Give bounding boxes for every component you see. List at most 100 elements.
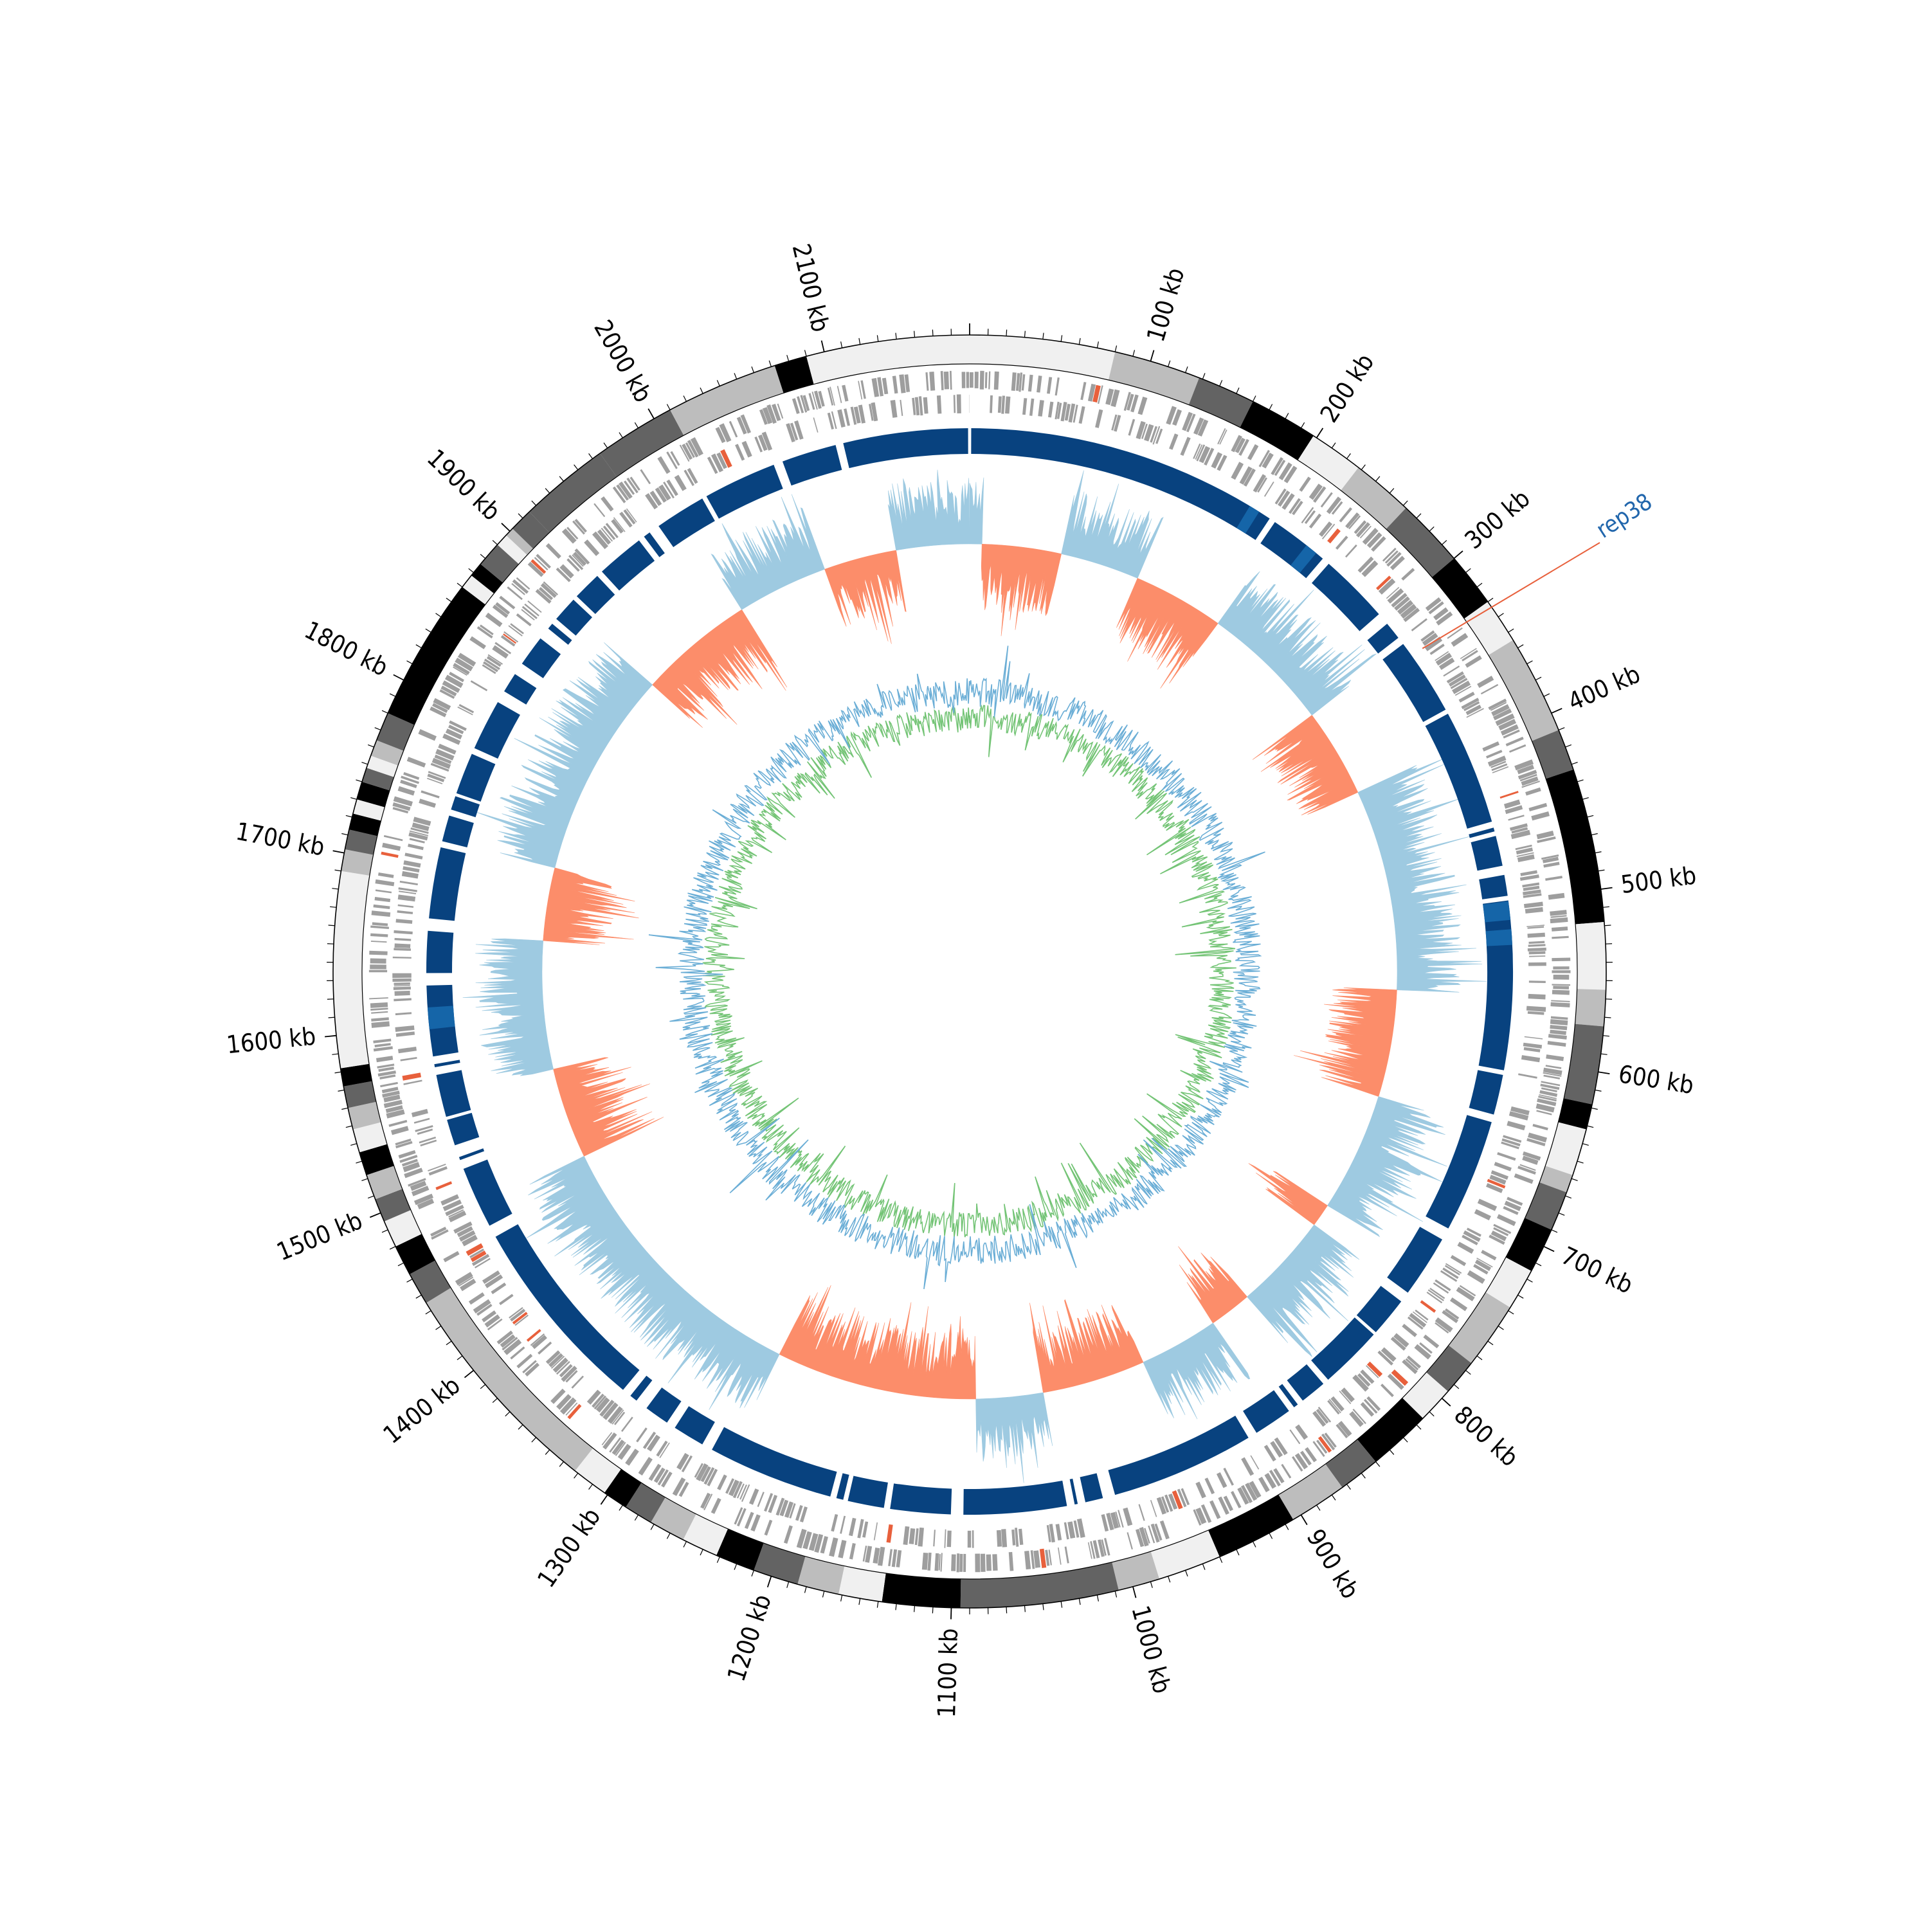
gene-feature	[376, 889, 392, 893]
major-tick	[502, 523, 510, 531]
minor-tick	[1508, 1311, 1514, 1314]
minor-tick	[635, 1515, 638, 1521]
minor-tick	[1168, 1576, 1170, 1583]
minor-tick	[1559, 1213, 1564, 1216]
homology-block	[675, 1406, 714, 1444]
homology-block	[475, 702, 520, 759]
gene-feature	[1250, 1456, 1259, 1470]
gene-feature	[393, 957, 412, 959]
gene-feature	[640, 469, 651, 484]
homology-block	[426, 931, 453, 973]
gene-feature	[1528, 941, 1544, 944]
homology-block	[504, 674, 536, 704]
gc-skew-positive	[1062, 471, 1164, 579]
gc-skew-track	[463, 470, 1487, 1483]
gene-feature	[918, 1528, 924, 1547]
gene-feature	[1138, 1504, 1145, 1521]
major-tick	[1454, 551, 1463, 559]
major-tick	[601, 1495, 607, 1504]
minor-tick	[1043, 1603, 1044, 1610]
ideogram-band	[838, 1566, 886, 1602]
minor-tick	[752, 1570, 754, 1576]
minor-tick	[1587, 815, 1593, 817]
tick-label-400-kb: 400 kb	[1564, 660, 1644, 716]
minor-tick	[361, 1178, 367, 1180]
minor-tick	[589, 1485, 593, 1490]
gene-feature	[370, 1002, 388, 1008]
minor-tick	[589, 453, 593, 458]
gene-feature	[1056, 1524, 1062, 1540]
homology-block	[1311, 1317, 1373, 1380]
gene-feature	[546, 543, 561, 559]
gene-feature	[1528, 962, 1546, 966]
minor-tick	[1527, 661, 1533, 664]
tick-label-2000-kb: 2000 kb	[588, 315, 657, 407]
tick-label-1100-kb: 1100 kb	[932, 1628, 963, 1719]
gene-feature	[742, 441, 752, 458]
minor-tick	[1133, 350, 1135, 356]
minor-tick	[356, 1161, 362, 1163]
minor-tick	[805, 350, 807, 356]
gene-feature	[408, 844, 424, 850]
minor-tick	[1403, 501, 1408, 505]
minor-tick	[1375, 1461, 1379, 1467]
gene-feature	[1528, 994, 1546, 1000]
homology-block	[890, 1483, 952, 1514]
gene-feature	[986, 1555, 992, 1571]
homology-block	[442, 815, 474, 847]
gene-feature	[1118, 1510, 1123, 1528]
gene-feature	[398, 894, 415, 901]
gene-feature	[1241, 1458, 1254, 1476]
tick-label-1300-kb: 1300 kb	[532, 1503, 606, 1593]
gene-feature	[849, 1518, 856, 1537]
gene-feature	[1482, 741, 1499, 752]
gene-feature	[391, 1126, 409, 1135]
gene-feature	[418, 729, 437, 741]
minor-tick	[1442, 540, 1446, 545]
tick-label-700-kb: 700 kb	[1557, 1241, 1637, 1299]
minor-tick	[346, 815, 352, 817]
minor-tick	[329, 1017, 335, 1018]
minor-tick	[932, 1607, 933, 1613]
gene-feature	[601, 496, 613, 512]
gene-feature	[954, 395, 955, 413]
minor-tick	[469, 568, 474, 572]
gene-feature	[1381, 1384, 1394, 1397]
minor-tick	[1253, 1542, 1256, 1548]
minor-tick	[426, 629, 431, 632]
major-tick	[648, 409, 654, 419]
homology-block	[1243, 1390, 1289, 1432]
minor-tick	[398, 1263, 404, 1266]
gene-feature	[395, 1012, 412, 1015]
homology-block-highlight	[428, 1006, 455, 1029]
gene-feature	[396, 919, 413, 924]
minor-tick	[1202, 1564, 1205, 1569]
minor-tick	[1595, 852, 1602, 853]
gene-feature	[1548, 893, 1565, 900]
gene-feature	[371, 1017, 389, 1022]
ideogram-band	[333, 871, 370, 1069]
tick-label-600-kb: 600 kb	[1617, 1060, 1696, 1099]
homology-block	[522, 638, 561, 678]
gene-feature	[485, 613, 503, 627]
gene-feature	[1552, 936, 1568, 939]
gc-skew-negative	[554, 1058, 664, 1157]
minor-tick	[1571, 1178, 1577, 1180]
gene-feature	[1486, 750, 1503, 759]
gene-feature	[397, 910, 413, 914]
gene-feature	[1401, 568, 1415, 581]
major-tick	[370, 1213, 381, 1218]
minor-tick	[1361, 465, 1365, 470]
gene-feature	[1231, 462, 1244, 480]
gene-feature	[1550, 1025, 1567, 1030]
homology-block	[459, 1148, 484, 1160]
tick-label-200-kb: 200 kb	[1314, 348, 1379, 428]
gene-feature	[404, 853, 422, 859]
minor-tick	[532, 1438, 536, 1442]
gene-feature	[1497, 1152, 1516, 1160]
gene-feature	[369, 970, 387, 973]
gene-feature	[840, 1516, 846, 1534]
gene-feature	[1494, 1162, 1512, 1171]
